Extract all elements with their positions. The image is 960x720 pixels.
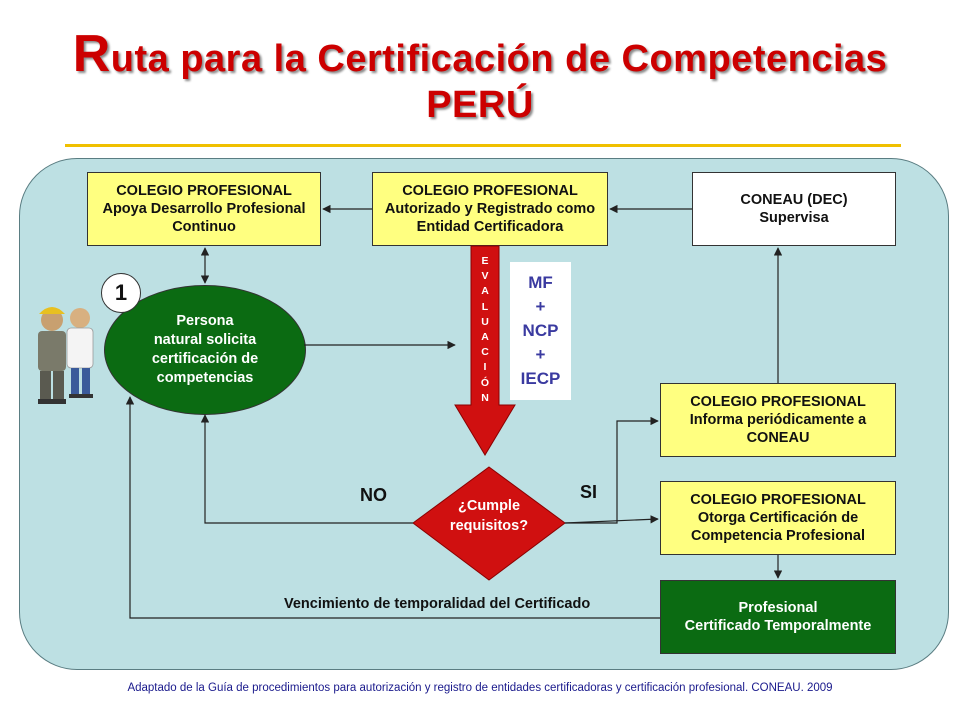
profesional-box[interactable]: Profesional Certificado Temporalmente bbox=[660, 580, 896, 654]
colegio-autorizado-line1: COLEGIO PROFESIONAL bbox=[402, 182, 578, 199]
colegio-otorga-box[interactable]: COLEGIO PROFESIONAL Otorga Certificación… bbox=[660, 481, 896, 555]
title-underline bbox=[65, 144, 901, 147]
colegio-autorizado-line2: Autorizado y Registrado como bbox=[384, 200, 596, 217]
colegio-informa-box[interactable]: COLEGIO PROFESIONAL Informa periódicamen… bbox=[660, 383, 896, 457]
si-label: SI bbox=[580, 482, 598, 502]
persona-line1: Persona bbox=[176, 313, 234, 330]
step-number-badge: 1 bbox=[101, 273, 141, 313]
evaluacion-letter: E bbox=[481, 255, 489, 267]
colegio-otorga-line1: COLEGIO PROFESIONAL bbox=[690, 491, 866, 508]
evaluacion-letter: V bbox=[481, 270, 489, 283]
evaluacion-letter: A bbox=[481, 285, 489, 298]
evaluacion-letter: Ó bbox=[480, 376, 490, 389]
title-initial: R bbox=[72, 25, 111, 83]
colegio-informa-line2: Informa periódicamente a bbox=[689, 411, 867, 428]
vencimiento-label: Vencimiento de temporalidad del Certific… bbox=[284, 596, 591, 612]
mf-line2: + bbox=[535, 296, 546, 316]
coneau-line1: CONEAU (DEC) bbox=[740, 191, 848, 208]
page-title: Ruta para la Certificación de Competenci… bbox=[0, 24, 960, 84]
coneau-box[interactable]: CONEAU (DEC) Supervisa bbox=[692, 172, 896, 246]
colegio-otorga-line3: Competencia Profesional bbox=[690, 528, 866, 545]
colegio-apoya-line3: Continuo bbox=[172, 219, 236, 236]
mf-line5: IECP bbox=[520, 369, 561, 389]
evaluacion-letter: I bbox=[483, 361, 487, 374]
colegio-autorizado-box[interactable]: COLEGIO PROFESIONAL Autorizado y Registr… bbox=[372, 172, 608, 246]
evaluacion-letter: N bbox=[481, 391, 489, 404]
mf-line3: NCP bbox=[522, 320, 559, 340]
evaluacion-letter: C bbox=[481, 346, 489, 359]
cumple-requisitos-label: ¿Cumple requisitos? bbox=[414, 497, 564, 536]
cumple-line1: ¿Cumple bbox=[457, 498, 521, 514]
page-subtitle: PERÚ bbox=[426, 84, 534, 126]
profesional-line1: Profesional bbox=[738, 599, 818, 616]
colegio-otorga-line2: Otorga Certificación de bbox=[697, 509, 859, 526]
colegio-apoya-line1: COLEGIO PROFESIONAL bbox=[116, 182, 292, 199]
colegio-autorizado-line3: Entidad Certificadora bbox=[416, 219, 564, 236]
persona-line3: certificación de bbox=[151, 351, 259, 367]
persona-line4: competencias bbox=[156, 369, 254, 386]
evaluacion-letter: A bbox=[481, 331, 489, 344]
colegio-apoya-line2: Apoya Desarrollo Profesional bbox=[102, 200, 306, 217]
persona-line2: natural solicita bbox=[153, 332, 257, 349]
title-rest: uta para la Certificación de Competencia… bbox=[110, 38, 888, 80]
no-label: NO bbox=[360, 485, 387, 505]
colegio-apoya-box[interactable]: COLEGIO PROFESIONAL Apoya Desarrollo Pro… bbox=[87, 172, 321, 246]
mf-line4: + bbox=[535, 345, 546, 365]
coneau-line2: Supervisa bbox=[759, 210, 829, 226]
profesional-line2: Certificado Temporalmente bbox=[684, 618, 872, 634]
colegio-informa-line3: CONEAU bbox=[746, 430, 810, 447]
persona-node[interactable]: Persona natural solicita certificación d… bbox=[104, 285, 306, 415]
evaluacion-label: E V A L U A C I Ó N bbox=[470, 254, 500, 406]
evaluacion-letter: U bbox=[481, 315, 489, 328]
footer-citation: Adaptado de la Guía de procedimientos pa… bbox=[127, 682, 833, 694]
evaluacion-letter: L bbox=[481, 300, 489, 313]
mf-line1: MF bbox=[528, 272, 553, 292]
mf-ncp-iecp-box: MF + NCP + IECP bbox=[510, 262, 571, 400]
colegio-informa-line1: COLEGIO PROFESIONAL bbox=[690, 393, 866, 410]
cumple-line2: requisitos? bbox=[449, 517, 529, 534]
